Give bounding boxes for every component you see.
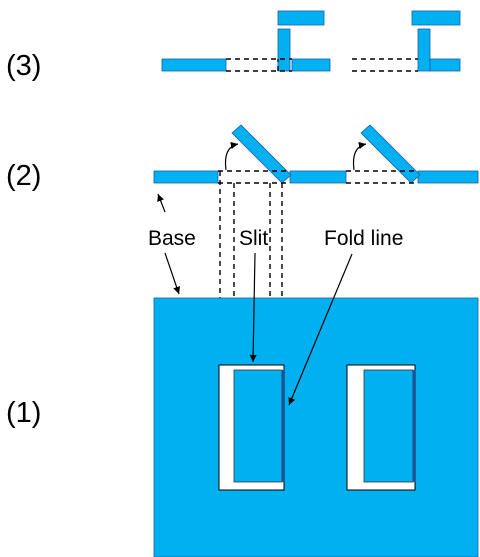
step3-base-left <box>161 58 227 72</box>
step3-dashed-outline-2 <box>352 58 418 72</box>
flap-2 <box>363 369 414 483</box>
step3-base-mid <box>291 58 331 72</box>
step2-fold-arrow-2 <box>352 141 367 171</box>
step2-base-left <box>153 170 219 184</box>
step2-base-mid <box>289 170 347 184</box>
step-label-1: (1) <box>6 397 41 429</box>
step-label-2: (2) <box>6 160 41 192</box>
step2-fold-arrow <box>224 141 239 171</box>
step-label-3: (3) <box>6 50 41 82</box>
step3-top-flap-2 <box>411 10 461 26</box>
step3-standing-flap <box>277 28 291 72</box>
step2-tilted-flap <box>231 124 292 184</box>
step2-base-right <box>417 170 479 184</box>
step2-folding-structure <box>153 124 479 184</box>
base-arrow-down <box>164 252 181 295</box>
base-sheet <box>153 297 479 557</box>
flap-1 <box>233 369 283 483</box>
step3-folded-structure <box>161 10 461 72</box>
step3-standing-flap-2 <box>417 28 431 72</box>
fold-line-label: Fold line <box>324 227 403 250</box>
fold-line-arrow <box>288 253 353 406</box>
step2-tilted-flap-2 <box>360 124 421 184</box>
step3-base-right <box>429 58 461 72</box>
step2-dashed-outline-2 <box>346 170 418 184</box>
base-label: Base <box>148 227 196 250</box>
step1-flat-base <box>153 297 479 557</box>
slit-label: Slit <box>239 227 268 250</box>
slit-arrow <box>249 252 257 363</box>
step2-dashed-outline <box>218 170 290 184</box>
projection-lines <box>219 171 283 366</box>
step3-top-flap <box>277 10 325 26</box>
step3-dashed-outline <box>226 58 292 72</box>
base-arrow-up <box>157 193 166 213</box>
